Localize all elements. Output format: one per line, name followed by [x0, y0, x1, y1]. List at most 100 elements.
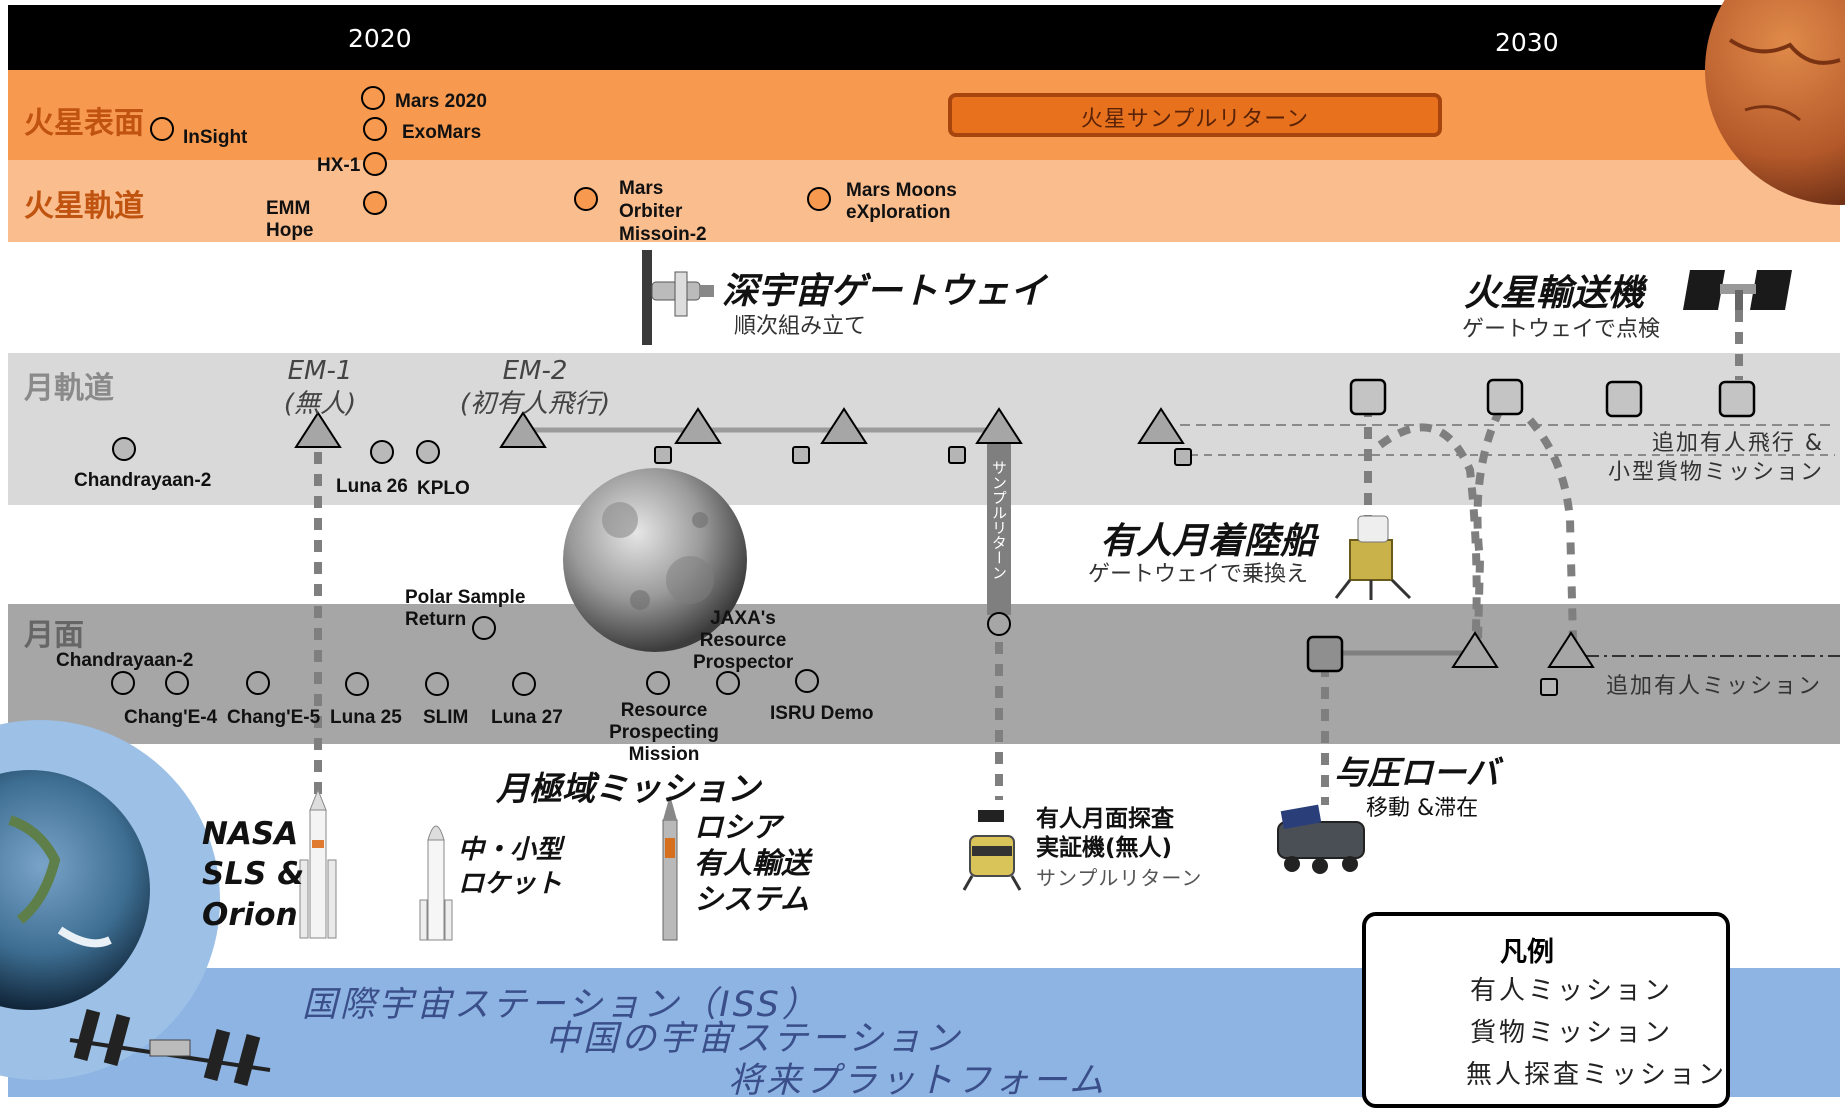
luna27-marker [512, 672, 536, 696]
chandrayaan2-orbit-marker [112, 437, 136, 461]
mars2020-marker [361, 86, 385, 110]
em2-label: EM-2 (初有人飛行) [459, 356, 611, 419]
cargo-large-marker [1349, 378, 1387, 416]
mars-orbit-label: 火星軌道 [24, 189, 144, 224]
hx1-label: HX-1 [317, 155, 361, 176]
jaxa-marker [716, 671, 740, 695]
gateway-station-icon [642, 250, 714, 345]
lunar-surface-band [8, 604, 1840, 744]
luna26-marker [370, 440, 394, 464]
slim-marker [425, 672, 449, 696]
emm-marker [363, 191, 387, 215]
jaxa-label: JAXA's Resource Prospector [693, 608, 794, 673]
mars-surface-band [8, 70, 1840, 160]
crewed-triangle [1451, 631, 1499, 668]
mars-surface-label: 火星表面 [24, 106, 144, 141]
crewed-triangle [975, 407, 1023, 444]
change4-label: Chang'E-4 [124, 707, 218, 728]
luna26-label: Luna 26 [336, 476, 408, 497]
china-station-label: 中国の宇宙ステーション [545, 1019, 963, 1059]
russian-rocket-icon [662, 795, 678, 941]
rover-subtitle: 移動 &滞在 [1366, 796, 1479, 821]
crewed-lander-title: 有人月着陸船 [1100, 521, 1317, 562]
small-rocket-label: 中・小型 ロケット [458, 835, 563, 899]
cargo-small-marker [1174, 448, 1192, 466]
kplo-marker [416, 440, 440, 464]
mars-sample-return-box [948, 93, 1442, 137]
mmx-marker [807, 187, 831, 211]
sls-rocket-icon [299, 788, 337, 939]
rpm-label: Resource Prospecting Mission [609, 700, 719, 765]
chandrayaan2-surface-marker [111, 671, 135, 695]
additional-flights-label: 追加有人飛行 & 小型貨物ミッション [1607, 431, 1824, 485]
iss-station-icon [69, 1009, 271, 1086]
future-platform-label: 将来プラットフォーム [728, 1061, 1107, 1101]
mars2020-label: Mars 2020 [395, 91, 487, 112]
earth-planet [0, 720, 220, 1080]
small-rocket-icon [419, 825, 453, 941]
crewed-lander-subtitle: ゲートウェイで乗換え [1088, 562, 1309, 587]
sample-return-lunar-marker [987, 612, 1011, 636]
demo-lander-icon [962, 810, 1022, 891]
legend-title: 凡例 [1500, 937, 1554, 968]
change5-marker [246, 671, 270, 695]
cargo-large-marker [1718, 380, 1756, 418]
cargo-large-marker [1605, 380, 1643, 418]
additional-crewed-label: 追加有人ミッション [1606, 674, 1823, 699]
isru-marker [795, 669, 819, 693]
hx1-marker [363, 152, 387, 176]
crewed-triangle [1547, 631, 1595, 668]
chandrayaan2-orbit-label: Chandrayaan-2 [74, 470, 212, 491]
crewed-lander-icon [1334, 515, 1412, 600]
gateway-title: 深宇宙ゲートウェイ [722, 271, 1047, 312]
crewed-triangle [1137, 407, 1185, 444]
polar-sample-return-label: Polar Sample Return [405, 587, 526, 630]
russia-label: ロシア 有人輸送 システム [694, 810, 811, 916]
mom2-marker [574, 187, 598, 211]
cargo-small-marker [654, 446, 672, 464]
em1-label: EM-1 (無人) [283, 356, 357, 419]
legend-box: 凡例 有人ミッション 貨物ミッション 無人探査ミッション [1362, 912, 1730, 1108]
mars-sample-return-label: 火星サンプルリターン [1080, 107, 1310, 132]
exomars-marker [363, 117, 387, 141]
pressurized-rover-icon [1277, 804, 1365, 874]
moon [563, 468, 747, 652]
mars-planet [1705, 0, 1845, 205]
em1-triangle [294, 411, 342, 448]
rpm-marker [646, 671, 670, 695]
em2-triangle [499, 411, 547, 448]
year-2030-label: 2030 [1495, 28, 1559, 57]
timeline-bar [8, 5, 1840, 70]
sample-return-arrow [987, 440, 1011, 615]
kplo-label: KPLO [417, 478, 470, 499]
year-2020-label: 2020 [348, 24, 412, 53]
exomars-label: ExoMars [402, 122, 482, 143]
mmx-label: Mars Moons eXploration [846, 180, 957, 223]
luna27-label: Luna 27 [491, 707, 563, 728]
crewed-triangle [820, 407, 868, 444]
iss-label: 国際宇宙ステーション（ISS） [302, 985, 820, 1025]
insight-label: InSight [183, 127, 248, 148]
legend-crewed-label: 有人ミッション [1470, 976, 1674, 1006]
cargo-large-marker [1486, 378, 1524, 416]
nasa-sls-label: NASA SLS & Orion [202, 816, 305, 933]
mars-orbit-band [8, 160, 1840, 242]
change4-marker [165, 671, 189, 695]
crewed-triangle [674, 407, 722, 444]
lunar-orbit-label: 月軌道 [24, 371, 114, 406]
mars-transport-title: 火星輸送機 [1464, 273, 1645, 314]
mars-transport-icon [1683, 270, 1792, 310]
gateway-subtitle: 順次組み立て [734, 314, 867, 339]
emm-label: EMM Hope [266, 198, 314, 241]
demo-lander-title: 有人月面探査 実証機(無人) [1036, 806, 1174, 861]
cargo-large-marker [1306, 635, 1344, 673]
legend-robotic-label: 無人探査ミッション [1466, 1060, 1728, 1090]
cargo-small-marker [792, 446, 810, 464]
isru-label: ISRU Demo [770, 703, 874, 724]
insight-marker [150, 117, 174, 141]
luna25-marker [345, 672, 369, 696]
chandrayaan2-surface-label: Chandrayaan-2 [56, 650, 194, 671]
legend-cargo-label: 貨物ミッション [1470, 1018, 1674, 1048]
